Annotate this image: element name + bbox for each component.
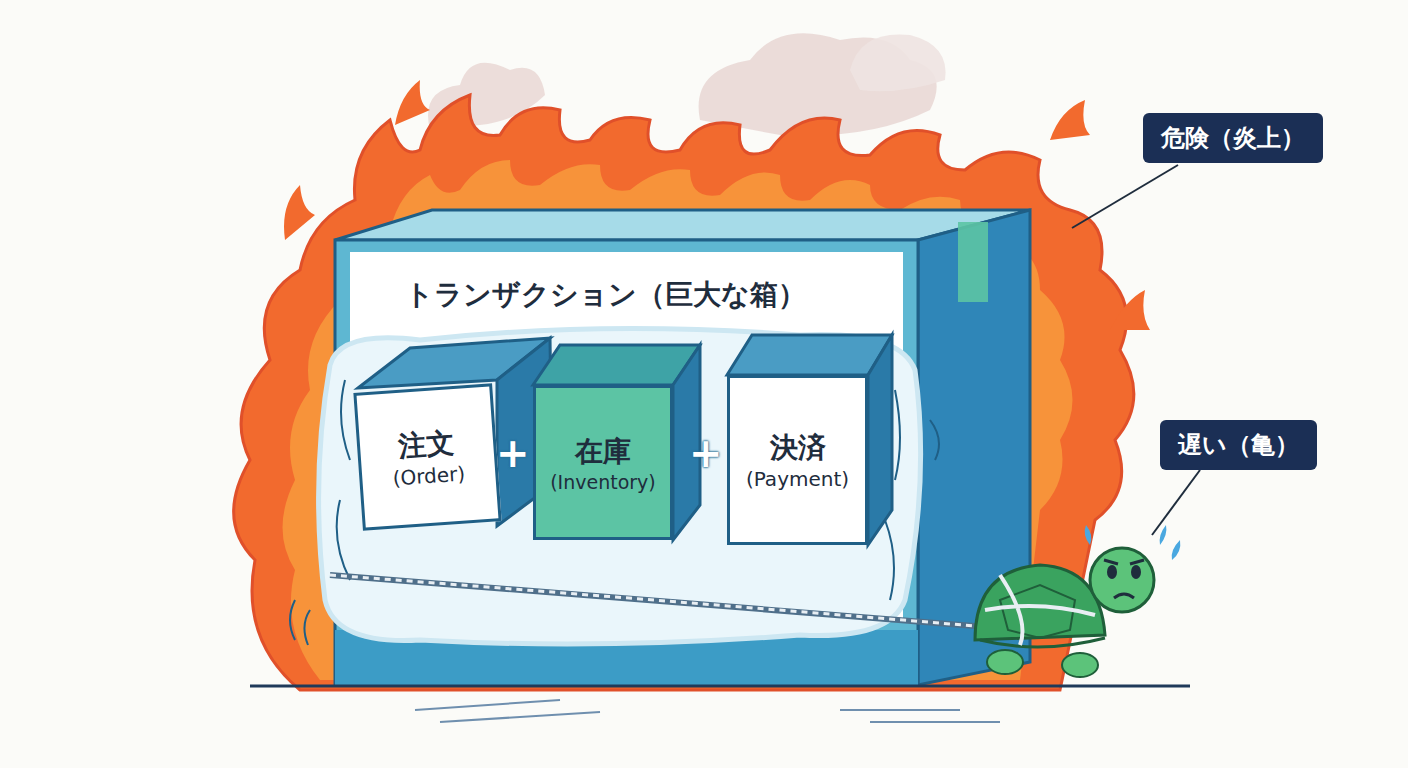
transaction-box: トランザクション（巨大な箱）注文(Order)在庫(Inventory)決済(P… [335, 240, 918, 685]
turtle-part [1090, 548, 1154, 612]
turtle-part [985, 575, 1095, 645]
turtle [975, 525, 1180, 677]
cube-sides-part [533, 345, 700, 385]
cube-sides-part [727, 335, 892, 375]
ground-lines-part [415, 700, 560, 710]
box-title: 注文 [397, 424, 456, 466]
box-subtitle: (Payment) [746, 467, 849, 491]
box-subtitle: (Inventory) [550, 471, 656, 493]
order-box: 注文(Order) [353, 383, 501, 530]
turtle-part [987, 650, 1023, 674]
leader-lines-part [1072, 165, 1178, 228]
turtle-part [975, 565, 1105, 640]
ground-lines-part [250, 685, 1190, 688]
ground-lines-part [840, 709, 960, 711]
payment-box: 決済(Payment) [727, 375, 868, 545]
ground-lines [250, 686, 1190, 722]
transaction-box-part [958, 222, 988, 302]
cube-sides-part [868, 335, 892, 545]
smoke-part [850, 34, 946, 91]
fire-part [234, 95, 1134, 690]
box-title: 決済 [770, 429, 826, 467]
smoke [428, 33, 946, 135]
inventory-box: 在庫(Inventory) [533, 385, 673, 540]
rope-part [330, 575, 1000, 628]
plus-sign: + [496, 430, 530, 476]
turtle-part [1107, 565, 1117, 579]
rope [330, 575, 1000, 628]
transaction-box-part [335, 210, 1030, 240]
leader-lines [1072, 165, 1200, 535]
turtle-part [1104, 560, 1144, 564]
transaction-box [290, 210, 1030, 685]
plus-sign: + [689, 430, 723, 476]
ground-lines-part [440, 712, 600, 722]
ground-lines-part [870, 721, 1000, 723]
fire [234, 80, 1150, 690]
leader-lines-part [1152, 470, 1200, 535]
box-title: トランザクション（巨大な箱） [405, 276, 806, 314]
callout-label: 遅い（亀） [1160, 420, 1317, 470]
turtle-part [1062, 653, 1098, 677]
box-subtitle: (Order) [392, 461, 466, 490]
rope-part [330, 575, 1000, 628]
box-title: 在庫 [575, 433, 631, 471]
turtle-part [1085, 525, 1181, 560]
turtle-part [1131, 565, 1141, 579]
turtle-part [980, 638, 1105, 647]
turtle-part [1114, 594, 1134, 598]
callout-label: 危険（炎上） [1143, 113, 1323, 163]
